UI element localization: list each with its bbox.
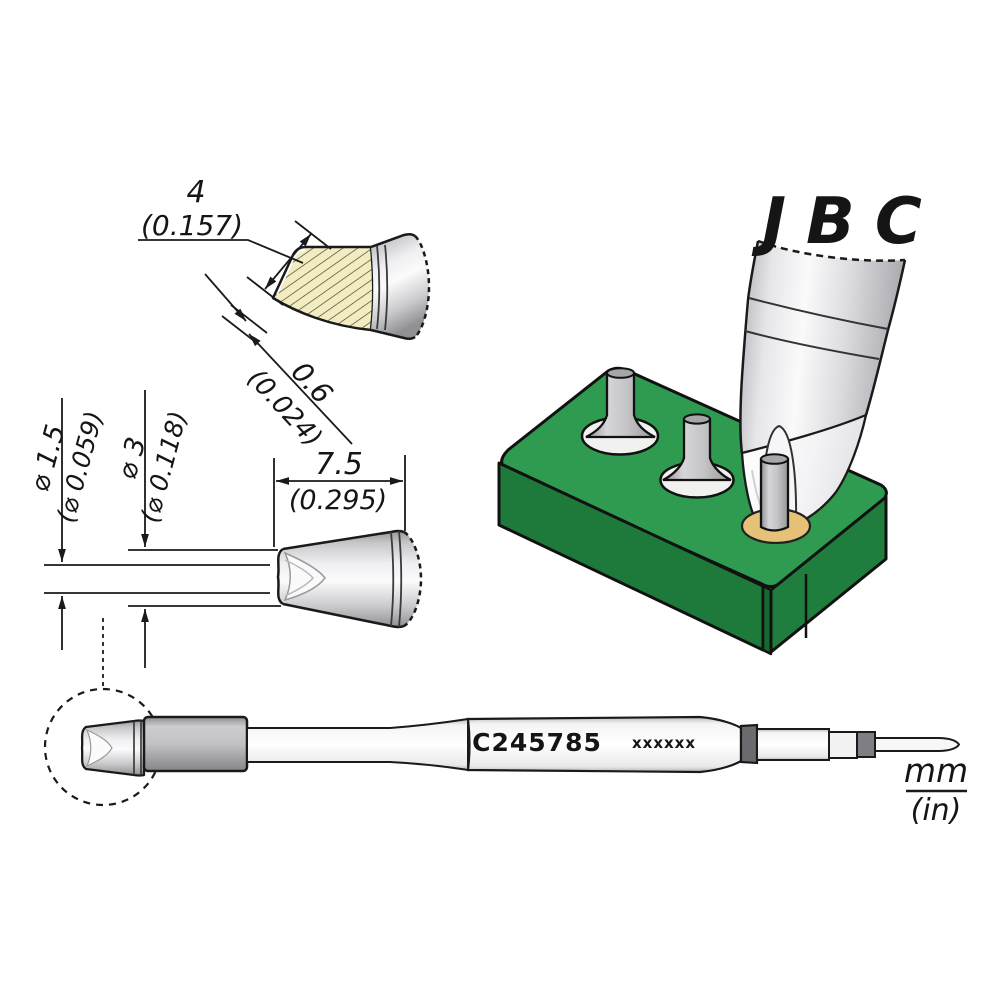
cartridge-handle xyxy=(466,715,743,774)
cartridge-side-view: C245785 xxxxxx xyxy=(43,618,961,807)
arrow-leader-line xyxy=(248,333,353,445)
pin-top xyxy=(606,367,635,379)
cartridge-rear-cylinder xyxy=(756,728,830,761)
cartridge-contact-rod xyxy=(874,737,961,752)
jbc-logo: JBC xyxy=(751,185,942,259)
pcb-right-face xyxy=(769,495,888,654)
units-legend: mm (in) xyxy=(904,751,968,828)
arrow-line xyxy=(204,273,247,322)
iron-left-edge xyxy=(739,240,760,454)
side-view-tip xyxy=(276,529,423,629)
extension-tick xyxy=(294,220,332,250)
side-tip-body xyxy=(278,531,421,627)
dim-tip-length-mm: 7.5 xyxy=(315,447,363,482)
dimension-line xyxy=(264,233,312,290)
pin-top xyxy=(683,413,711,425)
cartridge-rear-band xyxy=(856,731,876,758)
detail-view-cut-tip xyxy=(271,232,431,341)
iron-cut-edge-dashed xyxy=(757,239,906,262)
cartridge-sleeve xyxy=(142,715,249,773)
pin-shaft xyxy=(662,417,732,482)
cartridge-rear-step xyxy=(828,731,858,759)
extension-tick xyxy=(246,276,284,306)
cut-face-hatched xyxy=(273,247,374,330)
units-mm: mm xyxy=(904,751,968,790)
serial-marking-label: xxxxxx xyxy=(632,734,696,752)
detail-tip-knurl-dashed xyxy=(414,235,431,338)
dimension-blade-length: 4 (0.157) xyxy=(138,175,332,306)
side-tip-outline xyxy=(282,529,405,629)
front-pin-being-soldered xyxy=(759,453,790,532)
dim-tip-length-in: (0.295) xyxy=(289,485,387,516)
dim-blade-length-in: (0.157) xyxy=(141,209,243,242)
side-tip-bands xyxy=(390,530,403,628)
cartridge-tip-bands xyxy=(133,720,142,776)
detail-tip-body-outline xyxy=(370,232,416,341)
soldered-pin-2 xyxy=(659,413,735,499)
pin-shaft xyxy=(759,457,790,532)
extension-tick xyxy=(221,315,259,345)
detail-tip-bands xyxy=(376,244,389,331)
cartridge-shaft xyxy=(246,717,469,772)
pin-shaft xyxy=(585,371,656,439)
cartridge-collar xyxy=(739,723,759,765)
dimension-tip-length: 7.5 (0.295) xyxy=(273,447,406,547)
part-number-label: C245785 xyxy=(472,728,602,757)
dim-blade-length-mm: 4 xyxy=(186,175,205,210)
iron-body xyxy=(740,241,905,453)
side-tip-knurl-dashed xyxy=(403,530,423,628)
iron-right-edge xyxy=(864,259,907,416)
leader-line xyxy=(138,239,304,264)
dimension-outer-diameter: ⌀ 3 (⌀ 0.118) xyxy=(112,390,281,668)
side-tip-face-outline xyxy=(276,547,284,606)
soldered-pin-1 xyxy=(580,367,660,456)
pin-top xyxy=(760,453,789,465)
units-in: (in) xyxy=(911,793,962,828)
iron-joint-rings xyxy=(744,297,889,360)
pcb-illustration xyxy=(497,239,907,656)
cartridge-tip-flute xyxy=(85,728,113,768)
pcb-corner-notch-face xyxy=(761,584,773,656)
side-tip-flute-inner xyxy=(284,559,314,597)
